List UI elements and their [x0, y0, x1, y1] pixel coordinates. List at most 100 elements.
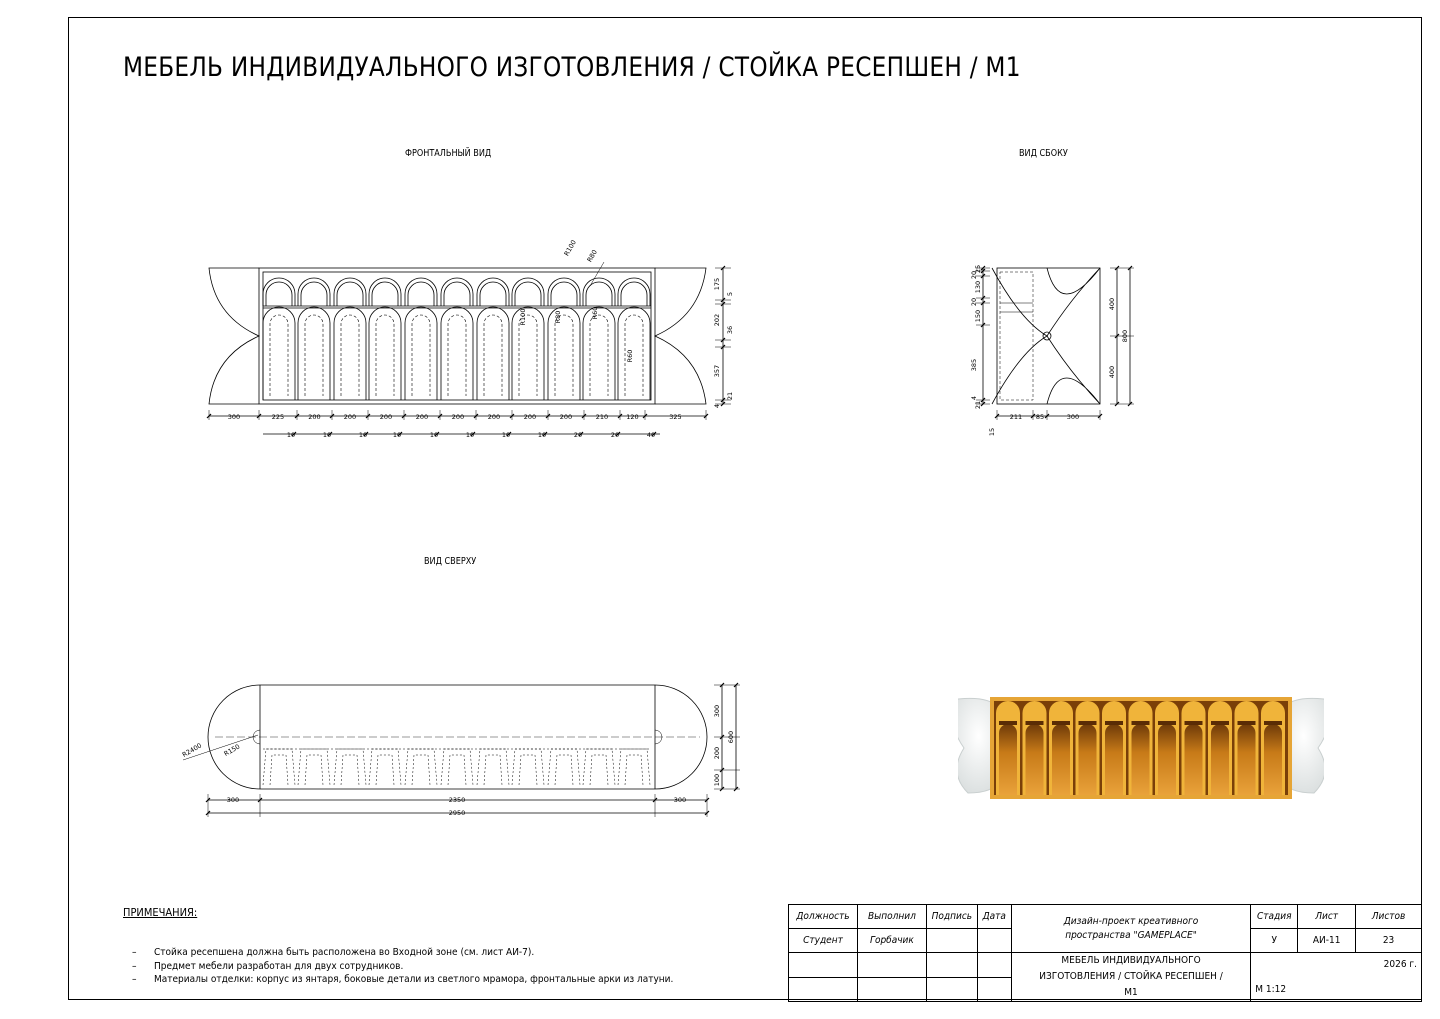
upper-arch	[476, 277, 510, 306]
dimension-tick	[437, 413, 443, 419]
lower-arch-hidden	[375, 314, 395, 396]
upper-arch-inner	[585, 281, 613, 306]
dimension-tick	[980, 273, 986, 279]
dimension-tick	[1114, 333, 1120, 339]
stamp-sheet-title: МЕБЕЛЬ ИНДИВИДУАЛЬНОГО ИЗГОТОВЛЕНИЯ / СТ…	[1010, 952, 1252, 1002]
top-hidden-arch-inner	[483, 754, 503, 786]
top-right-dim-label: 600	[727, 731, 735, 743]
side-bottom-dim-label: 211	[1010, 413, 1022, 421]
stamp-date	[976, 928, 1012, 953]
top-right-dim-label: 100	[713, 774, 721, 786]
side-tiny-dim-label: 15	[988, 428, 996, 436]
lower-arch	[617, 306, 651, 400]
upper-arch-inner	[336, 281, 364, 306]
top-hidden-arch-inner	[518, 754, 538, 786]
upper-arch-inner	[265, 281, 293, 306]
dimension-tick	[401, 413, 407, 419]
front-view	[206, 261, 731, 437]
dimension-tick	[329, 413, 335, 419]
lower-arch-hidden	[447, 314, 467, 396]
dimension-tick	[205, 810, 211, 816]
front-view-label: ФРОНТАЛЬНЫЙ ВИД	[405, 148, 492, 159]
top-right-dim-label: 200	[713, 747, 721, 759]
radius-label: R80	[554, 311, 562, 324]
front-small-dim-label: 10	[538, 431, 546, 439]
dimension-tick	[642, 413, 648, 419]
dimension-tick	[1114, 401, 1120, 407]
dimension-tick	[980, 268, 986, 274]
side-body	[996, 267, 1101, 405]
front-dim-label: 300	[228, 413, 240, 421]
lower-arch-hidden	[304, 314, 324, 396]
dimension-tick	[651, 431, 657, 437]
top-hidden-arch-inner	[624, 754, 644, 786]
dimension-tick	[291, 431, 297, 437]
leader-line	[589, 261, 605, 287]
stamp-signature	[925, 928, 978, 953]
dimension-tick	[720, 297, 726, 303]
render-arch-rail	[1264, 721, 1282, 725]
top-hidden-arch-inner	[411, 754, 431, 786]
dimension-tick	[733, 786, 739, 792]
lower-arch	[511, 306, 545, 400]
front-dim-label: 200	[452, 413, 464, 421]
dimension-tick	[256, 413, 262, 419]
lower-arch	[262, 306, 296, 400]
dimension-tick	[617, 413, 623, 419]
dimension-tick	[615, 431, 621, 437]
top-bottom-dim-label: 300	[227, 796, 239, 804]
top-hidden-arch	[617, 748, 651, 786]
radius-label: R60	[591, 307, 599, 320]
dimension-tick	[1044, 413, 1050, 419]
top-hidden-arch	[547, 748, 581, 786]
front-dim-label: 200	[416, 413, 428, 421]
front-small-dim-label: 20	[611, 431, 619, 439]
upper-arch-inner	[479, 281, 507, 306]
side-left-dim-label: 150	[974, 310, 982, 322]
top-bottom-dim-label: 2350	[449, 796, 466, 804]
dimension-tick	[733, 682, 739, 688]
side-right-dim-label: 400	[1108, 366, 1116, 378]
upper-arch	[333, 277, 367, 306]
sheet-title: МЕБЕЛЬ ИНДИВИДУАЛЬНОГО ИЗГОТОВЛЕНИЯ / СТ…	[123, 52, 1021, 83]
stamp-stage-header: Стадия	[1250, 904, 1299, 929]
upper-arch-inner	[550, 281, 578, 306]
note-item: –Предмет мебели разработан для двух сотр…	[132, 960, 404, 972]
dimension-tick	[473, 413, 479, 419]
dimension-tick	[205, 797, 211, 803]
top-view	[182, 682, 740, 817]
dimension-tick	[994, 413, 1000, 419]
top-hidden-arch-inner	[589, 754, 609, 786]
front-dim-label: 200	[344, 413, 356, 421]
dimension-tick	[719, 682, 725, 688]
top-hidden-arch-inner	[340, 754, 360, 786]
dimension-tick	[980, 397, 986, 403]
front-small-dim-label: 10	[466, 431, 474, 439]
top-pivot	[654, 729, 663, 745]
dimension-tick	[720, 301, 726, 307]
top-hidden-arch-inner	[447, 754, 467, 786]
dimension-tick	[1114, 265, 1120, 271]
dimension-tick	[980, 322, 986, 328]
top-radius-label: R150	[223, 743, 242, 758]
stamp-author: Горбачик	[856, 928, 927, 953]
stamp-scale: М 1:12	[1255, 984, 1287, 995]
render-arch-rail	[1025, 721, 1044, 725]
front-small-dim-label: 10	[287, 431, 295, 439]
front-dim-label: 200	[380, 413, 392, 421]
upper-arch	[262, 277, 296, 306]
dimension-tick	[980, 401, 986, 407]
notes-heading: ПРИМЕЧАНИЯ:	[123, 906, 198, 919]
dimension-tick	[509, 413, 515, 419]
dimension-tick	[365, 413, 371, 419]
front-small-dim-label: 10	[502, 431, 510, 439]
render-arch-rail	[1078, 721, 1097, 725]
side-bottom-dim-label: 300	[1067, 413, 1079, 421]
upper-arch	[547, 277, 581, 306]
dimension-tick	[720, 265, 726, 271]
dimension-tick	[719, 734, 725, 740]
stamp-header: Выполнил	[856, 904, 927, 929]
front-small-dim-label: 20	[574, 431, 582, 439]
stamp-header: Должность	[788, 904, 858, 929]
side-bottom-dim-label: 85	[1036, 413, 1044, 421]
